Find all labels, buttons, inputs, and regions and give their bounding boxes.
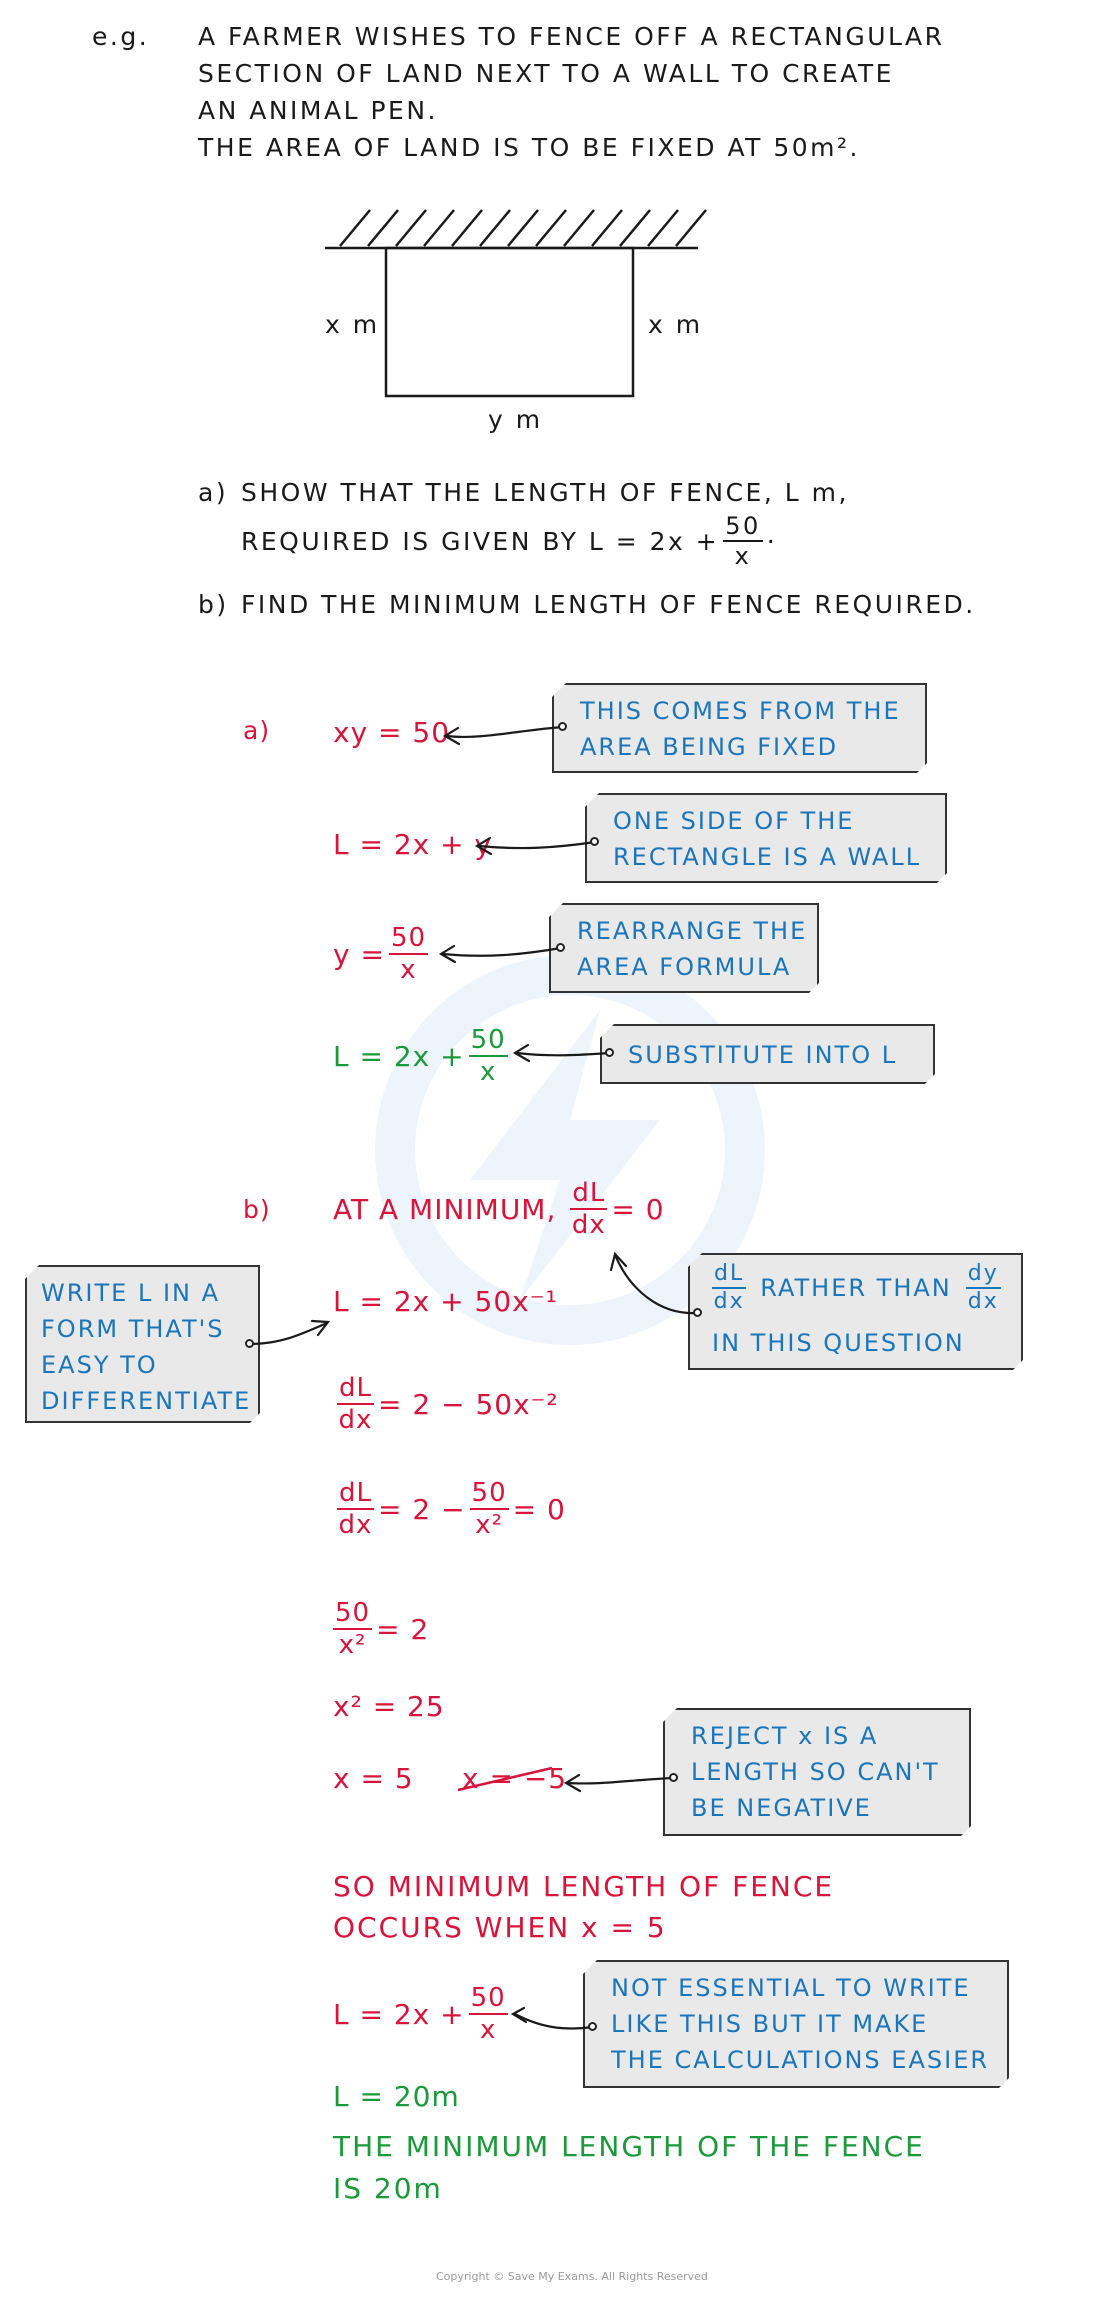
arrow-note1	[445, 725, 565, 739]
copyright-footer: Copyright © Save My Exams. All Rights Re…	[436, 2270, 708, 2283]
note-rearrange: REARRANGE THE AREA FORMULA	[549, 903, 819, 993]
wall-hatch-line	[479, 209, 511, 247]
diagram-bottom-label: y m	[488, 405, 543, 434]
note-write-form: WRITE L IN A FORM THAT'S EASY TO DIFFERE…	[25, 1265, 260, 1423]
connector-dot	[558, 722, 567, 731]
wall-hatch-line	[675, 209, 707, 247]
eq-L-sum: L = 2x + y	[333, 828, 493, 861]
wall-hatch-line	[367, 209, 399, 247]
wall-hatch-line	[451, 209, 483, 247]
wall-hatch-line	[507, 209, 539, 247]
wall-hatch-line	[563, 209, 595, 247]
problem-line-1: A FARMER WISHES TO FENCE OFF A RECTANGUL…	[198, 22, 945, 51]
wall-hatch-line	[535, 209, 567, 247]
strike-negative	[457, 1766, 553, 1792]
wall-hatch-line	[339, 209, 371, 247]
eg-label: e.g.	[92, 22, 150, 51]
problem-line-4: THE AREA OF LAND IS TO BE FIXED AT 50m².	[198, 133, 860, 162]
problem-line-3: AN ANIMAL PEN.	[198, 96, 438, 125]
eq-x-equals-5: x = 5	[333, 1762, 414, 1795]
solution-b-label: b)	[243, 1195, 271, 1224]
question-a-line1: SHOW THAT THE LENGTH OF FENCE, L m,	[241, 478, 849, 507]
solution-a-label: a)	[243, 716, 271, 745]
wall-hatch-line	[395, 209, 427, 247]
wall-hatch-line	[647, 209, 679, 247]
note-area-fixed: THIS COMES FROM THE AREA BEING FIXED	[552, 683, 927, 773]
connector-dot	[245, 1339, 254, 1348]
connector-dot	[693, 1308, 702, 1317]
wall-hatch-line	[619, 209, 651, 247]
wall-hatch-line	[591, 209, 623, 247]
final-answer-line2: IS 20m	[333, 2172, 443, 2205]
question-a-text: REQUIRED IS GIVEN BY L = 2x +	[241, 526, 720, 556]
note-wall-side: ONE SIDE OF THE RECTANGLE IS A WALL	[585, 793, 947, 883]
connector-dot	[669, 1773, 678, 1782]
connector-dot	[590, 837, 599, 846]
wall-hatch-line	[423, 209, 455, 247]
question-b-line: FIND THE MINIMUM LENGTH OF FENCE REQUIRE…	[241, 590, 976, 619]
diagram-right-label: x m	[648, 310, 703, 339]
eq-xy: xy = 50	[333, 716, 451, 749]
conclusion-so-line1: SO MINIMUM LENGTH OF FENCE	[333, 1870, 835, 1903]
result-L-20: L = 20m	[333, 2080, 460, 2113]
problem-line-2: SECTION OF LAND NEXT TO A WALL TO CREATE	[198, 59, 894, 88]
note-not-essential: NOT ESSENTIAL TO WRITE LIKE THIS BUT IT …	[583, 1960, 1009, 2088]
eq-x-squared: x² = 25	[333, 1690, 445, 1723]
connector-dot	[588, 2022, 597, 2031]
note-substitute: SUBSTITUTE INTO L	[600, 1024, 935, 1084]
connector-dot	[605, 1048, 614, 1057]
question-b-label: b)	[198, 590, 229, 619]
question-a-label: a)	[198, 478, 229, 507]
final-answer-line1: THE MINIMUM LENGTH OF THE FENCE	[333, 2130, 925, 2163]
eq-L-power: L = 2x + 50x⁻¹	[333, 1285, 558, 1318]
pen-diagram	[325, 209, 707, 398]
conclusion-so-line2: OCCURS WHEN x = 5	[333, 1911, 667, 1944]
connector-dot	[556, 943, 565, 952]
note-reject-negative: REJECT x IS A LENGTH SO CAN'T BE NEGATIV…	[663, 1708, 971, 1836]
diagram-left-label: x m	[325, 310, 380, 339]
